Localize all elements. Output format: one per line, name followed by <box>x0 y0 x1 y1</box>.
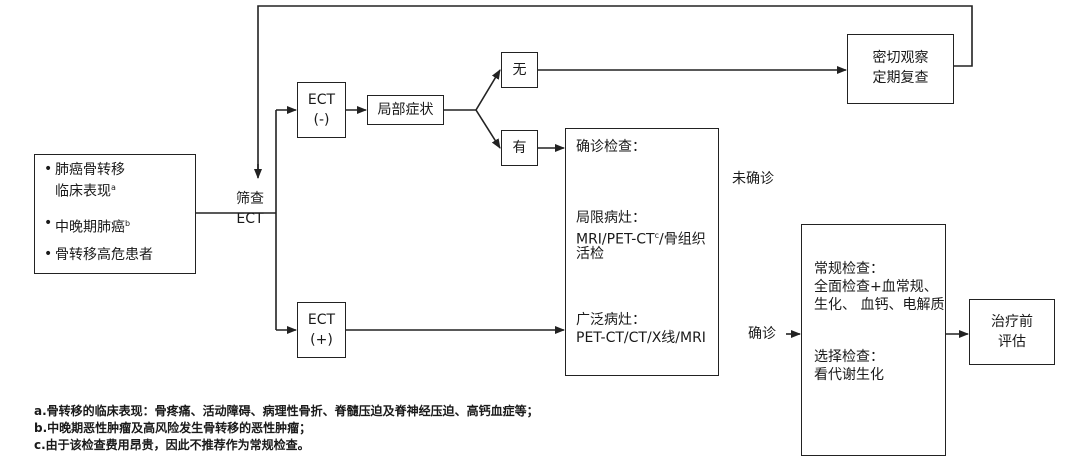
ect-positive-line1: ECT <box>307 312 336 328</box>
clinical-item-2-text: 中晚期肺癌 <box>55 219 125 236</box>
local-symptoms-box: 局部症状 <box>367 95 444 125</box>
optional-title: 选择检查： <box>814 349 884 365</box>
wide-lesion-title: 广泛病灶： <box>576 312 646 328</box>
screening-label: 筛查 ECT <box>230 190 270 228</box>
local-symptoms-text: 局部症状 <box>377 102 434 118</box>
routine-title: 常规检查： <box>814 261 884 277</box>
ect-positive-line2: (+) <box>310 332 333 348</box>
confirm-diagnosis-box: 确诊检查： 局限病灶： MRI/PET-CTc/骨组织 活检 广泛病灶： PET… <box>565 128 719 376</box>
wide-lesion-methods: PET-CT/CT/X线/MRI <box>576 330 706 346</box>
clinical-box: 肺癌骨转移 临床表现a 中晚期肺癌b 骨转移高危患者 <box>34 154 196 274</box>
local-lesion-method-1: MRI/PET-CT <box>576 231 655 248</box>
local-lesion-method-2: /骨组织 <box>659 231 706 248</box>
pretreatment-box: 治疗前 评估 <box>969 299 1055 365</box>
confirm-title: 确诊检查： <box>576 139 646 155</box>
pretreatment-line2: 评估 <box>998 334 1026 350</box>
clinical-item-3: 骨转移高危患者 <box>44 245 153 264</box>
footnote-ref-c: c <box>654 231 659 240</box>
clinical-item-1: 肺癌骨转移 <box>44 160 125 179</box>
pretreatment-line1: 治疗前 <box>991 314 1033 330</box>
footnote-ref-a: a <box>111 183 116 192</box>
screening-line2: ECT <box>236 211 264 227</box>
arrow-to-no <box>475 69 501 111</box>
arrow-to-yes <box>475 109 501 149</box>
clinical-item-2: 中晚期肺癌b <box>44 214 131 237</box>
footnote-a: a.骨转移的临床表现：骨疼痛、活动障碍、病理性骨折、脊髓压迫及脊神经压迫、高钙血… <box>34 404 539 418</box>
yes-box: 有 <box>501 130 538 166</box>
ect-negative-line2: (-) <box>313 112 330 128</box>
ect-positive-box: ECT (+) <box>297 302 346 358</box>
ect-negative-box: ECT (-) <box>297 82 346 138</box>
line-observe-feedback <box>257 5 973 176</box>
ect-negative-line1: ECT <box>307 92 336 108</box>
footnote-b: b.中晚期恶性肿瘤及高风险发生骨转移的恶性肿瘤； <box>34 421 312 435</box>
routine-exam-box: 常规检查： 全面检查+血常规、 生化、 血钙、电解质 选择检查： 看代谢生化 <box>801 224 946 456</box>
routine-line2: 生化、 血钙、电解质 <box>814 297 945 313</box>
local-lesion-title: 局限病灶： <box>576 210 646 226</box>
routine-line1: 全面检查+血常规、 <box>814 279 938 295</box>
confirmed-label: 确诊 <box>748 326 776 342</box>
local-lesion-methods: MRI/PET-CTc/骨组织 <box>576 227 706 249</box>
no-text: 无 <box>512 62 527 78</box>
observe-box: 密切观察 定期复查 <box>847 34 954 104</box>
observe-line2: 定期复查 <box>872 70 929 86</box>
yes-text: 有 <box>512 140 527 156</box>
screening-line1: 筛查 <box>236 191 264 207</box>
clinical-item-1-line2: 临床表现 <box>55 183 111 200</box>
no-box: 无 <box>501 52 538 88</box>
observe-line1: 密切观察 <box>872 50 929 66</box>
clinical-item-1-line1: 肺癌骨转移 <box>55 162 125 178</box>
local-lesion-biopsy: 活检 <box>576 246 604 262</box>
unconfirmed-label: 未确诊 <box>732 171 774 187</box>
optional-line: 看代谢生化 <box>814 367 884 383</box>
footnote-c: c.由于该检查费用昂贵，因此不推荐作为常规检查。 <box>34 438 310 452</box>
clinical-item-1b: 临床表现a <box>55 179 116 201</box>
footnote-ref-b: b <box>125 219 131 228</box>
clinical-item-3-text: 骨转移高危患者 <box>55 247 153 263</box>
